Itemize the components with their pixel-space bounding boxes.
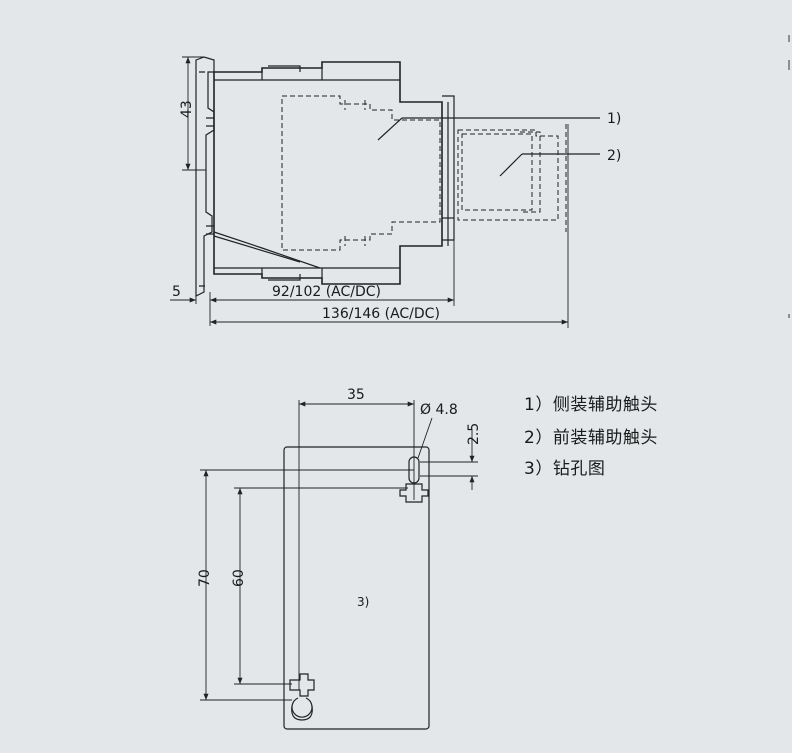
leader-2: [499, 153, 523, 177]
svg-text:35: 35: [347, 387, 365, 403]
callout-3: 3): [357, 595, 369, 609]
svg-text:Ø 4.8: Ø 4.8: [420, 402, 458, 418]
svg-text:60: 60: [231, 569, 247, 587]
legend-item-3: 3）钻孔图: [524, 459, 605, 479]
dim-136-146: 136/146 (AC/DC): [210, 124, 569, 328]
svg-text:70: 70: [197, 569, 213, 587]
dim-2-5: 2.5: [420, 423, 482, 490]
svg-text:92/102 (AC/DC): 92/102 (AC/DC): [272, 284, 381, 300]
svg-text:2.5: 2.5: [466, 423, 482, 445]
drill-plate: [283, 446, 430, 730]
legend: 1）侧装辅助触头 2）前装辅助触头 3）钻孔图: [524, 395, 658, 479]
front-aux-contact-outline: [457, 129, 559, 221]
dim-dia-4-8: Ø 4.8: [417, 402, 458, 459]
dim-35: 35: [299, 387, 414, 407]
svg-text:43: 43: [179, 100, 195, 118]
side-view: 1) 2) 43 5 92/102 (AC/DC) 136/146 (AC/DC…: [170, 56, 621, 328]
svg-text:5: 5: [172, 284, 181, 300]
legend-item-1: 1）侧装辅助触头: [524, 395, 658, 415]
dim-60: 60: [231, 487, 408, 685]
keyhole-top: [408, 456, 420, 484]
callout-1: 1): [607, 111, 621, 127]
svg-text:136/146 (AC/DC): 136/146 (AC/DC): [322, 306, 440, 322]
drill-view: 35 Ø 4.8 2.5 70 60 3): [197, 387, 482, 730]
legend-item-2: 2）前装辅助触头: [524, 428, 658, 448]
dim-92-102: 92/102 (AC/DC): [210, 240, 455, 306]
mounting-clip: [195, 56, 215, 297]
callout-2: 2): [607, 148, 621, 164]
leader-1: [377, 117, 403, 141]
keyhole-bottom: [289, 673, 315, 697]
dim-70: 70: [197, 469, 414, 701]
contactor-housing: [213, 61, 455, 285]
side-aux-contact-outline: [281, 95, 441, 251]
dim-43: 43: [179, 56, 206, 171]
